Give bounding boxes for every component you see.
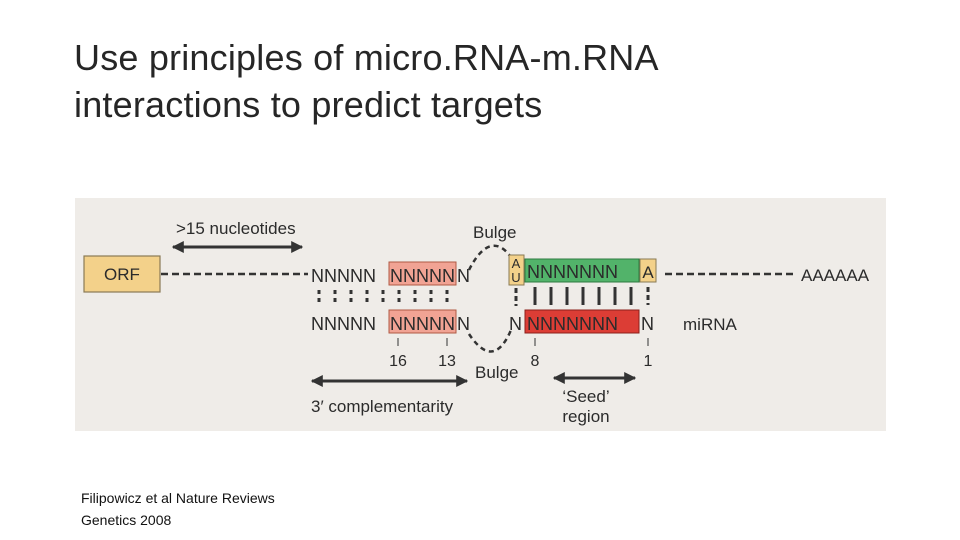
diagram-canvas: ORF >15 nucleotides NNNNN NNNNN N Bulge …: [83, 219, 870, 426]
mrna-wobble-u: U: [511, 270, 520, 285]
mrna-wobble-a: A: [512, 256, 521, 271]
mirna-n-after-box: N: [457, 314, 470, 334]
mrna-3prime-box: [388, 261, 457, 286]
position-ticks: [397, 338, 649, 346]
pairing-marks-seed: [514, 287, 650, 306]
pairing-marks-3prime: [317, 290, 449, 306]
mirna-left-boxed: NNNNN: [390, 314, 455, 334]
mrna-seed-box: [524, 258, 640, 283]
position-13: 13: [438, 353, 456, 370]
mirna-seed-box: [524, 309, 640, 334]
mrna-left-boxed: NNNNN: [390, 266, 455, 286]
citation-line-1: Filipowicz et al Nature Reviews: [81, 490, 275, 506]
mirna-n-before-seed: N: [509, 314, 522, 334]
citation-line-2: Genetics 2008: [81, 512, 172, 528]
mirna-3prime-box: [388, 309, 457, 334]
mrna-seed-end-box: [639, 258, 657, 283]
position-16: 16: [389, 353, 407, 370]
poly-a-tail: AAAAAA: [801, 266, 870, 285]
mirna-seed-text: NNNNNNN: [527, 314, 618, 334]
title-line-1: Use principles of micro.RNA-m.RNA: [74, 37, 659, 78]
position-1: 1: [644, 353, 653, 370]
complementarity-label: 3′ complementarity: [311, 397, 454, 416]
mrna-left-plain: NNNNN: [311, 266, 376, 286]
orf-box: [83, 255, 161, 293]
bulge-bottom-label: Bulge: [475, 363, 518, 382]
mirna-binding-diagram: ORF >15 nucleotides NNNNN NNNNN N Bulge …: [75, 198, 886, 431]
seed-label-line1: ‘Seed’: [562, 387, 609, 406]
citation: Filipowicz et al Nature Reviews Genetics…: [81, 487, 341, 531]
au-box: [508, 254, 525, 286]
mrna-seed-text: NNNNNNN: [527, 262, 618, 282]
orf-label: ORF: [104, 265, 140, 284]
seed-label-line2: region: [562, 407, 609, 426]
mirna-label: miRNA: [683, 315, 737, 334]
mirna-left-plain: NNNNN: [311, 314, 376, 334]
title-line-2: interactions to predict targets: [74, 84, 543, 125]
position-8: 8: [531, 353, 540, 370]
bulge-arc-top: [467, 244, 519, 271]
nucleotides-label: >15 nucleotides: [176, 219, 296, 238]
mrna-n-after-box: N: [457, 266, 470, 286]
bulge-arc-bottom: [467, 329, 513, 353]
bulge-top-label: Bulge: [473, 223, 516, 242]
mirna-end-n: N: [641, 314, 654, 334]
slide-title: Use principles of micro.RNA-m.RNA intera…: [74, 34, 834, 128]
mrna-seed-end: A: [642, 263, 654, 282]
